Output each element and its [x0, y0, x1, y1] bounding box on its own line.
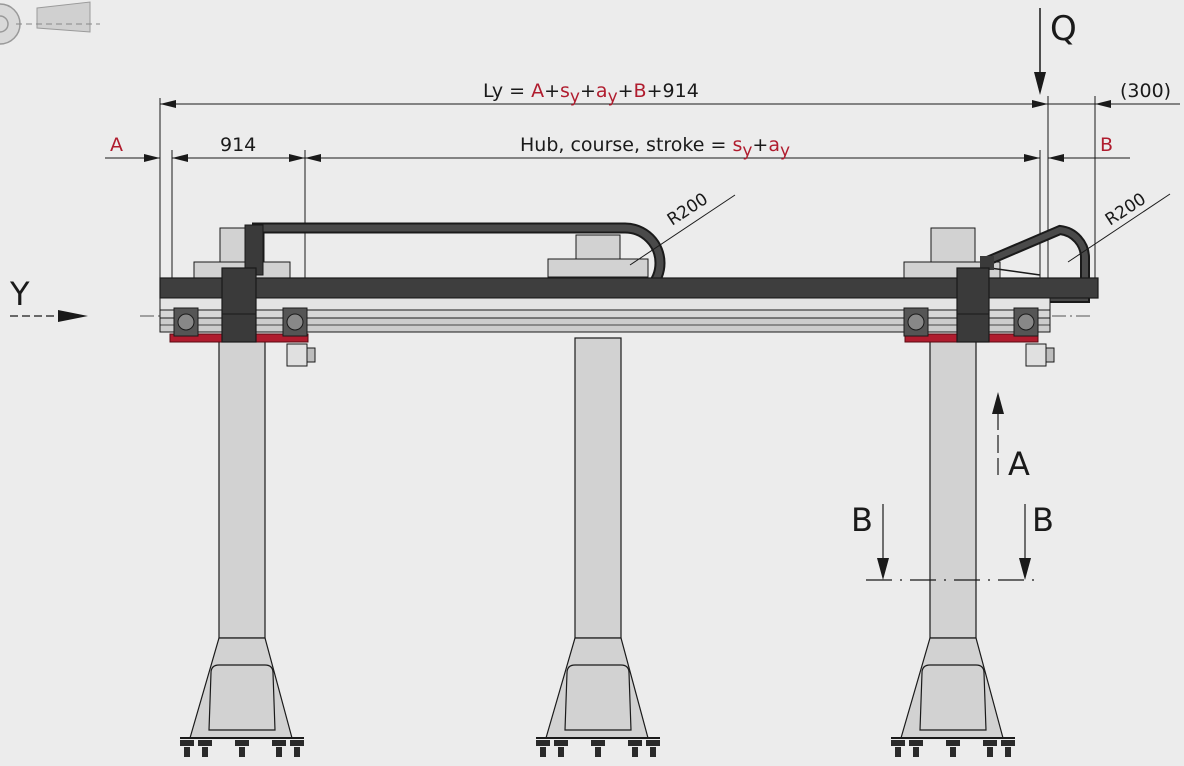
dimension-914-label: 914 [220, 134, 256, 156]
support-column-right [891, 339, 1015, 757]
column-head-plates [193, 227, 1001, 279]
axis-y-arrow [10, 310, 88, 322]
dimension-b-label: B [1100, 134, 1113, 156]
radius-label-right: R200 [1102, 189, 1150, 230]
dimension-a-label: A [110, 134, 123, 156]
load-q-label: Q [1050, 9, 1077, 49]
view-arrow-a [992, 392, 1004, 475]
axis-y-label: Y [9, 275, 30, 313]
ly-formula-label: Ly = A+sy+ay+B+914 [483, 80, 699, 107]
load-arrow-q [1034, 8, 1046, 95]
carriage-right [903, 267, 1055, 367]
support-column-left [180, 339, 304, 757]
section-b-right-label: B [1032, 501, 1054, 539]
section-line-b [866, 504, 1042, 581]
stroke-formula-label: Hub, course, stroke = sy+ay [520, 134, 790, 161]
carriage-left [173, 267, 316, 367]
section-b-left-label: B [851, 501, 873, 539]
radius-label-left: R200 [664, 189, 712, 230]
view-a-label: A [1008, 445, 1030, 483]
dimension-ly [159, 96, 1180, 290]
view-icon [0, 1, 100, 45]
support-column-middle [536, 337, 660, 757]
dimension-300-label: (300) [1120, 80, 1171, 102]
radius-leader-right [1067, 193, 1171, 263]
radius-leader-left [629, 194, 736, 266]
dimension-stroke [105, 150, 1130, 320]
gantry-beam [159, 277, 1099, 333]
cable-carrier-right [980, 224, 1091, 303]
